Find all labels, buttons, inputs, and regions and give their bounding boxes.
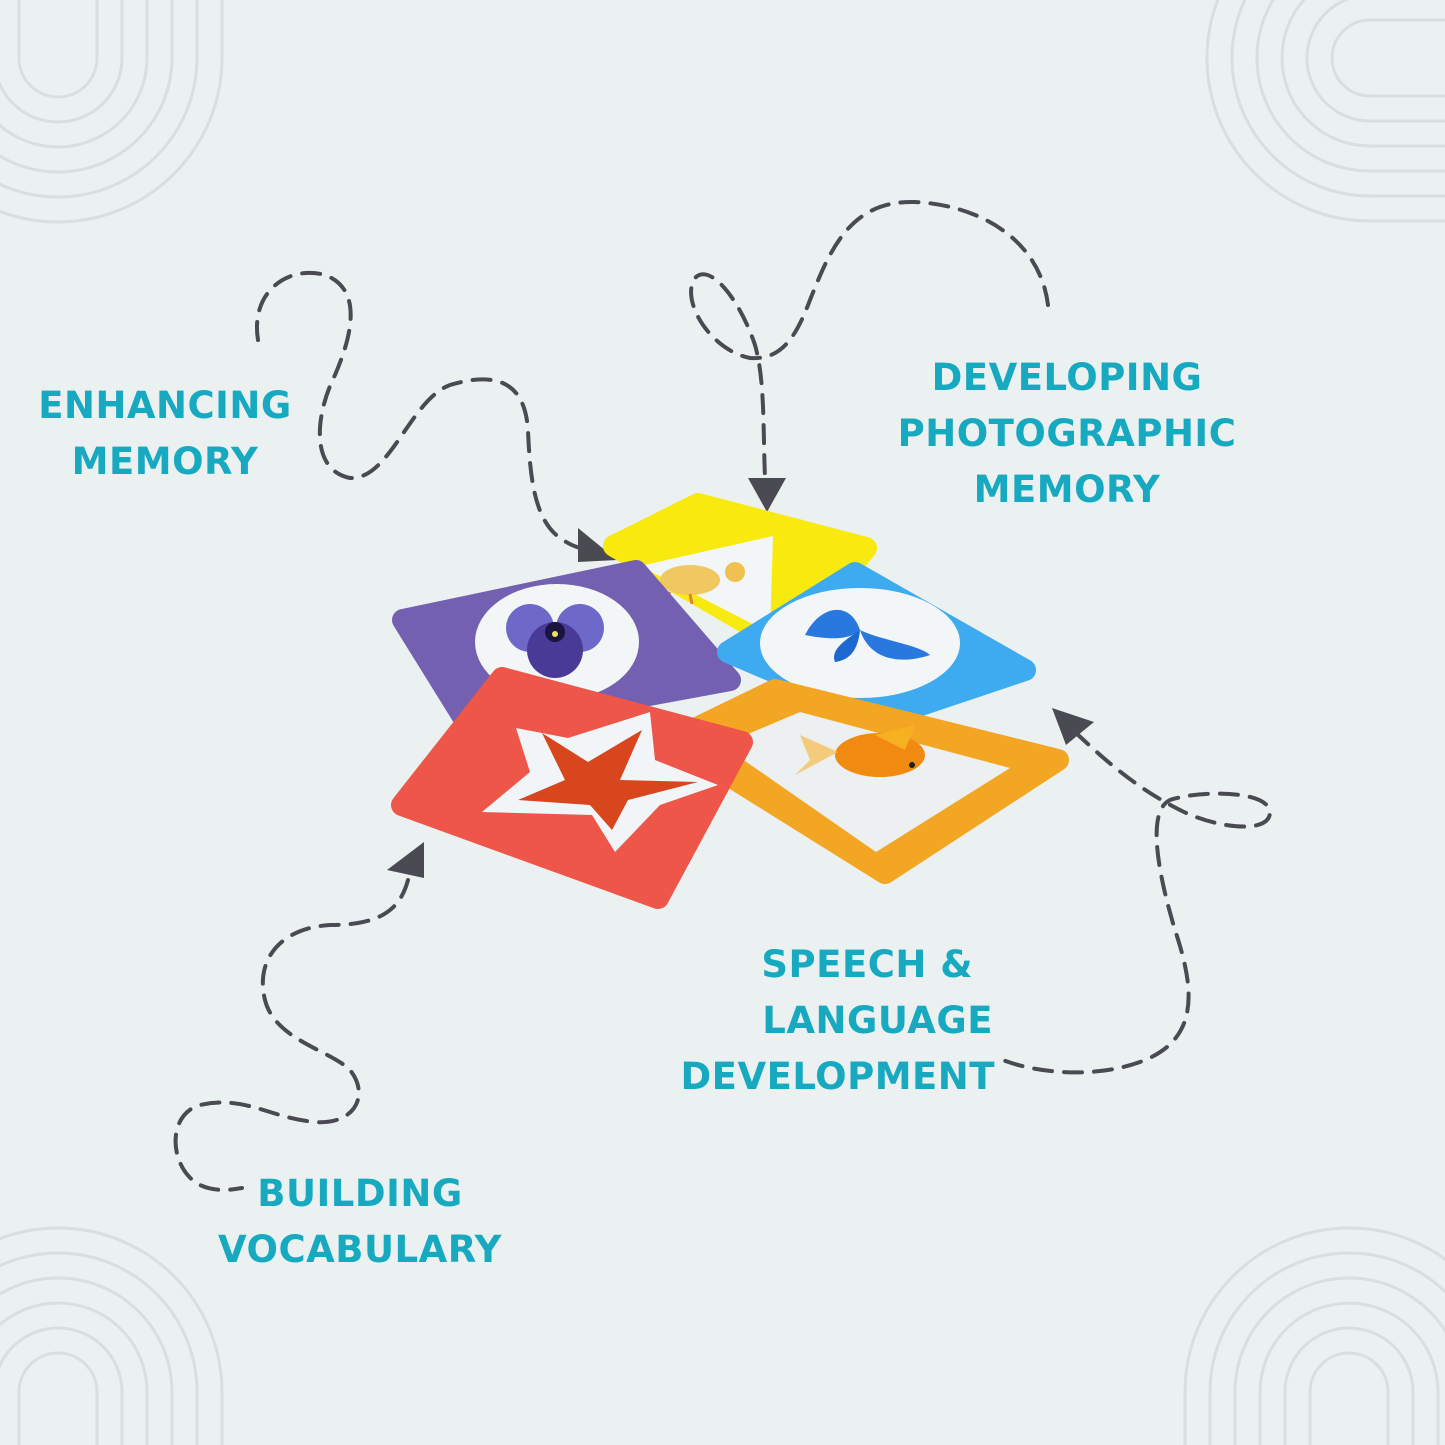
butterfly-picture — [805, 609, 930, 662]
label-building-vocabulary: BUILDING VOCABULARY — [205, 1166, 515, 1278]
label-photographic-memory: DEVELOPING PHOTOGRAPHIC MEMORY — [887, 350, 1247, 518]
label-line: MEMORY — [973, 468, 1161, 511]
corner-decoration-top-right — [1205, 0, 1445, 223]
label-line: PHOTOGRAPHIC — [897, 412, 1237, 455]
label-line: LANGUAGE — [762, 999, 993, 1042]
card-purple-circle — [392, 560, 741, 739]
label-line: BUILDING — [257, 1172, 463, 1215]
dashed-path-photographic-memory — [689, 199, 1050, 480]
arrowhead-photographic-memory-icon — [748, 478, 786, 512]
label-line: SPEECH & — [761, 943, 973, 986]
goldfish-picture — [795, 725, 925, 777]
label-line: ENHANCING — [38, 384, 292, 427]
corner-decoration-top-left — [0, 0, 224, 224]
dashed-path-building-vocabulary — [173, 878, 410, 1192]
label-enhancing-memory: ENHANCING MEMORY — [30, 378, 300, 490]
pansy-flower-picture — [506, 604, 604, 678]
dashed-path-speech-language — [996, 730, 1273, 1075]
label-speech-language: SPEECH & LANGUAGE DEVELOPMENT — [665, 937, 995, 1105]
arrowhead-speech-language-icon — [1052, 708, 1094, 745]
label-line: VOCABULARY — [218, 1228, 502, 1271]
dashed-path-enhancing-memory — [254, 270, 587, 551]
card-orange-square — [661, 679, 1069, 884]
starfish-picture — [518, 730, 698, 830]
card-red-star — [391, 667, 753, 909]
corner-decoration-bottom-left — [0, 1226, 224, 1445]
label-line: MEMORY — [71, 440, 259, 483]
corner-decoration-bottom-right — [1183, 1226, 1445, 1445]
arrowhead-building-vocabulary-icon — [387, 842, 424, 878]
label-line: DEVELOPING — [931, 356, 1203, 399]
label-line: DEVELOPMENT — [680, 1055, 995, 1098]
